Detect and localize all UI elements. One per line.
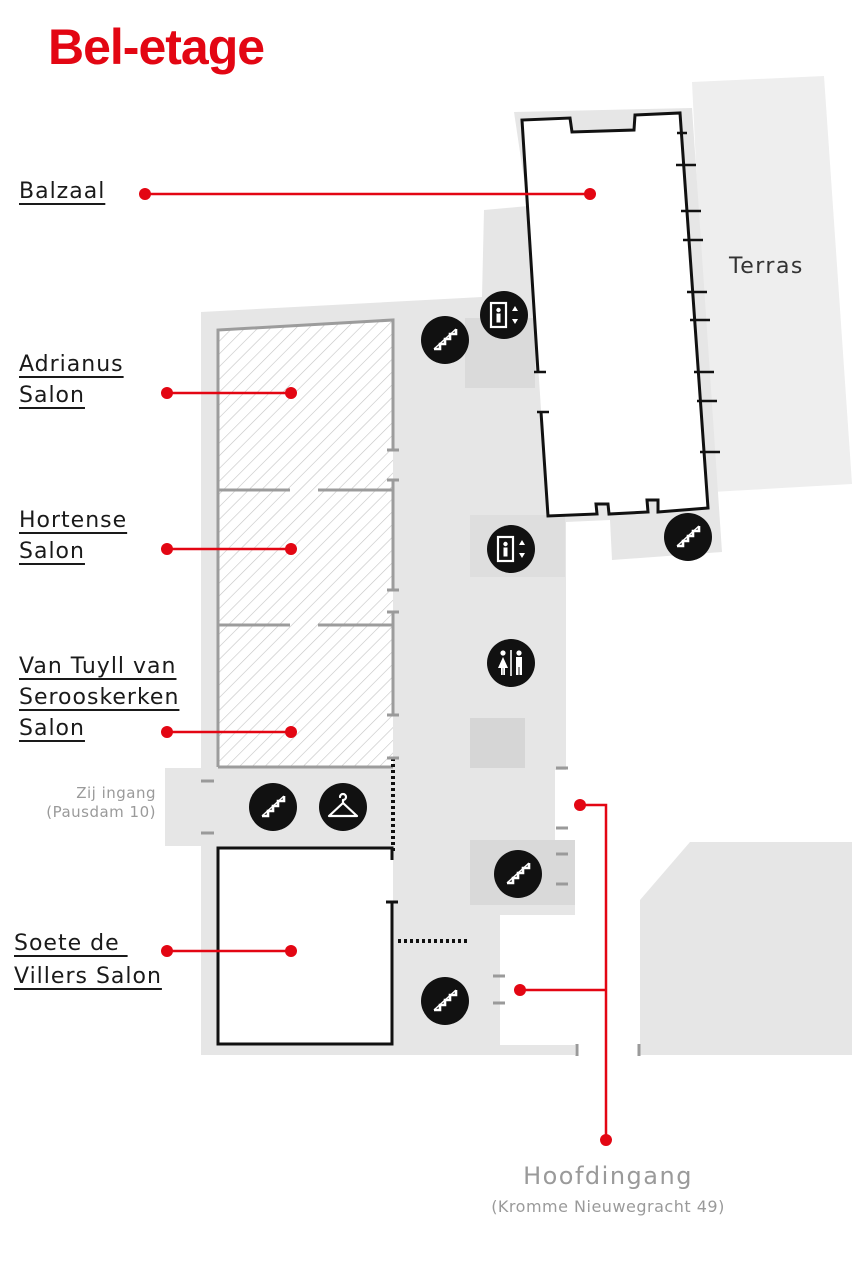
stairs-icon (494, 850, 542, 898)
room-label-line: Salon (19, 716, 85, 741)
stairs-icon (421, 316, 469, 364)
stairs-icon (249, 783, 297, 831)
leader-lines (145, 192, 608, 1140)
room-label-balzaal[interactable]: Balzaal (19, 176, 105, 207)
cloakroom-icon (319, 783, 367, 831)
main-entrance-name: Hoofdingang (523, 1162, 693, 1190)
terras-area (692, 76, 852, 492)
room-label-line: Salon (19, 383, 85, 408)
room-label-line: Salon (19, 539, 85, 564)
room-label-line: Soete de (14, 931, 128, 956)
room-label-adrianus-salon[interactable]: Adrianus Salon (19, 349, 124, 411)
soete-room (216, 846, 394, 1046)
page-title: Bel-etage (48, 19, 265, 75)
main-entrance-address: (Kromme Nieuwegracht 49) (491, 1197, 725, 1216)
stairs-icon (421, 977, 469, 1025)
elevator-icon (480, 291, 528, 339)
room-label-line: Balzaal (19, 179, 106, 204)
room-label-line: Hortense (19, 508, 128, 533)
dotted-walls (391, 758, 470, 943)
room-label-line: Serooskerken (19, 685, 180, 710)
room-label-line: Villers Salon (14, 964, 162, 989)
side-entrance-address: (Pausdam 10) (46, 803, 156, 821)
leader-dots (139, 188, 612, 1146)
balzaal-room (520, 111, 720, 518)
salon-hatched-block (216, 318, 395, 769)
stairs-icon (664, 513, 712, 561)
terras-label: Terras (729, 254, 804, 279)
side-entrance-name: Zij ingang (76, 784, 156, 802)
room-label-line: Van Tuyll van (19, 654, 177, 679)
room-label-soete-de-villers-salon[interactable]: Soete de Villers Salon (14, 927, 162, 993)
room-label-line: Adrianus (19, 352, 124, 377)
room-label-hortense-salon[interactable]: Hortense Salon (19, 505, 127, 567)
elevator-icon (487, 525, 535, 573)
door-markers (201, 448, 641, 1056)
room-label-van-tuyll-salon[interactable]: Van Tuyll van Serooskerken Salon (19, 651, 179, 744)
side-entrance-label: Zij ingang (Pausdam 10) (46, 784, 156, 822)
main-entrance-label: Hoofdingang (Kromme Nieuwegracht 49) (448, 1160, 768, 1218)
toilets-icon (487, 639, 535, 687)
